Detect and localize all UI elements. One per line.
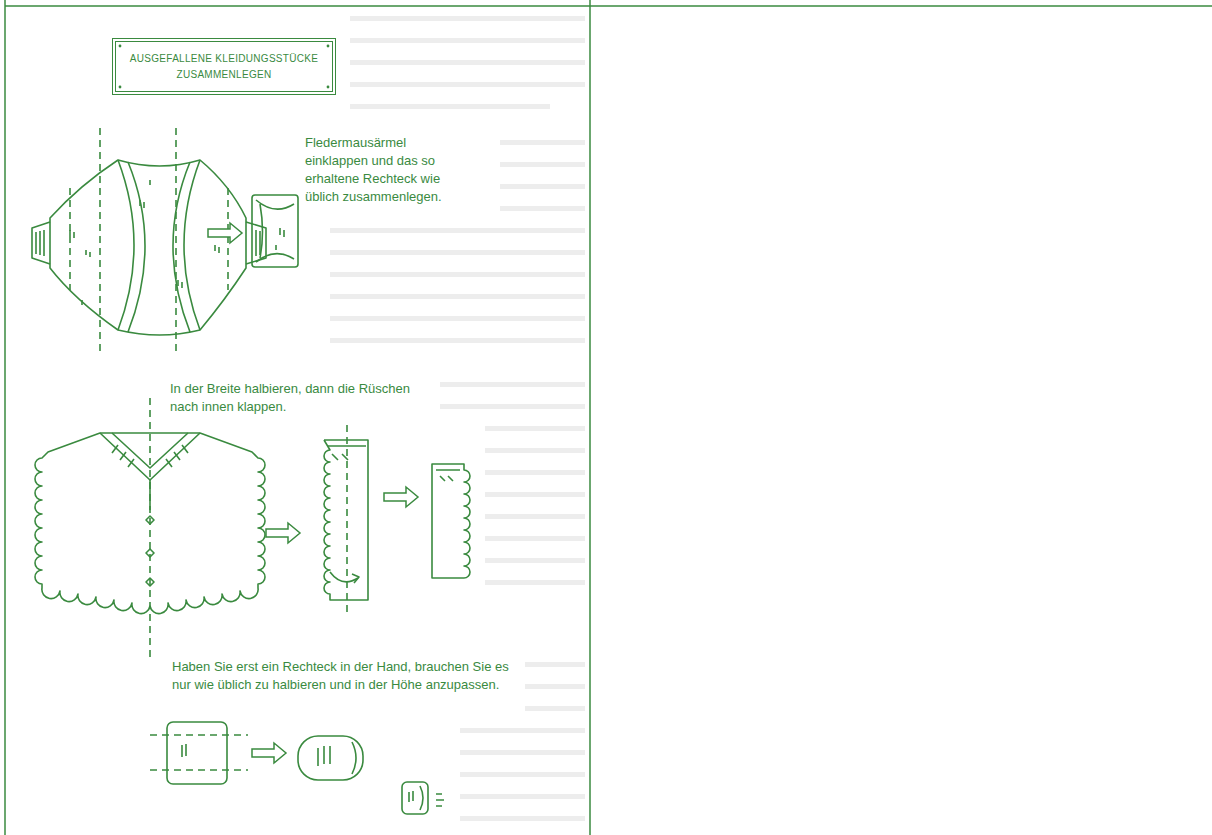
small-folded-garment [402,782,428,814]
background-text-lines [500,140,585,145]
corner-dot [327,86,330,89]
corner-dot [119,86,122,89]
background-text-lines [350,104,550,109]
background-text-lines [525,662,585,667]
rectangle-fold [182,744,186,757]
small-folded-garment [436,794,444,806]
background-text-lines [350,38,585,43]
background-text-lines [330,250,585,255]
background-text-lines [500,184,585,189]
rectangle-fold [150,735,248,770]
background-text-lines [525,706,585,711]
folded-sweater [256,254,294,262]
ruffled-blouse [35,398,265,660]
title-box-dots [116,42,332,91]
rectangle-fold [150,722,248,784]
batwing-sweater [32,222,50,264]
background-text-lines [330,316,585,321]
ruffled-blouse [146,516,154,586]
corner-dot [119,45,122,48]
folded-blouse-final [436,470,460,481]
rolled-garment [298,736,363,780]
folded-sweater [260,204,263,258]
batwing-sweater [100,128,176,352]
background-text-lines [500,162,585,167]
folded-blouse-half [346,425,348,612]
background-text-lines [330,294,585,299]
background-text-lines [350,16,585,21]
table-frame [4,0,6,835]
corner-dot [327,45,330,48]
folded-blouse-half [324,440,368,600]
background-text-lines [350,60,585,65]
table-frame [5,5,1212,7]
background-text-lines [330,272,585,277]
background-text-lines [440,382,585,387]
batwing-sweater [70,180,219,305]
background-text-lines [460,750,585,755]
background-text-lines [485,426,585,431]
background-text-lines [460,794,585,799]
batwing-sweater [70,188,228,290]
background-text-lines [485,558,585,563]
folded-blouse-half [324,425,368,612]
table-frame [5,0,1212,835]
background-text-lines [350,82,585,87]
instruction-text: Haben Sie erst ein Rechteck in der Hand,… [172,658,517,694]
ruffled-blouse [149,398,151,660]
small-folded-garment [402,782,444,814]
process-arrow [266,523,300,543]
background-text-lines [500,206,585,211]
instruction-text: Fledermausärmel einklappen und das so er… [305,134,468,206]
background-text-lines [485,492,585,497]
background-text-lines [440,404,585,409]
background-text-lines [485,536,585,541]
batwing-sweater [118,160,134,330]
folded-sweater [252,195,298,267]
batwing-sweater [173,162,190,332]
background-text-lines [460,728,585,733]
process-arrow [208,223,242,243]
batwing-sweater [32,128,266,352]
table-frame [589,0,591,835]
batwing-sweater [50,160,246,335]
rectangle-fold [167,722,227,784]
background-text-lines [460,816,585,821]
folded-sweater [276,228,284,250]
folded-sweater [256,200,294,209]
rolled-garment [318,742,356,774]
folded-blouse-final [432,464,470,578]
folded-sweater [252,195,298,267]
batwing-sweater [184,160,200,330]
title-box: AUSGEFALLENE KLEIDUNGSSTÜCKE ZUSAMMENLEG… [112,38,336,95]
process-arrow [252,743,286,763]
background-text-lines [485,580,585,585]
instruction-text: In der Breite halbieren, dann die Rüsche… [170,380,430,416]
background-text-lines [485,470,585,475]
background-text-lines [460,772,585,777]
background-text-lines [330,228,585,233]
batwing-sweater [128,162,145,332]
folded-blouse-half [330,572,358,582]
background-text-lines [525,684,585,689]
rolled-garment [298,736,363,780]
background-text-lines [485,514,585,519]
folded-blouse-final [432,464,470,578]
folded-blouse-half [352,574,359,583]
title-text: AUSGEFALLENE KLEIDUNGSSTÜCKE ZUSAMMENLEG… [122,51,326,83]
background-text-lines [485,448,585,453]
background-text-lines [330,338,585,343]
process-arrow [384,487,418,507]
small-folded-garment [409,786,423,810]
